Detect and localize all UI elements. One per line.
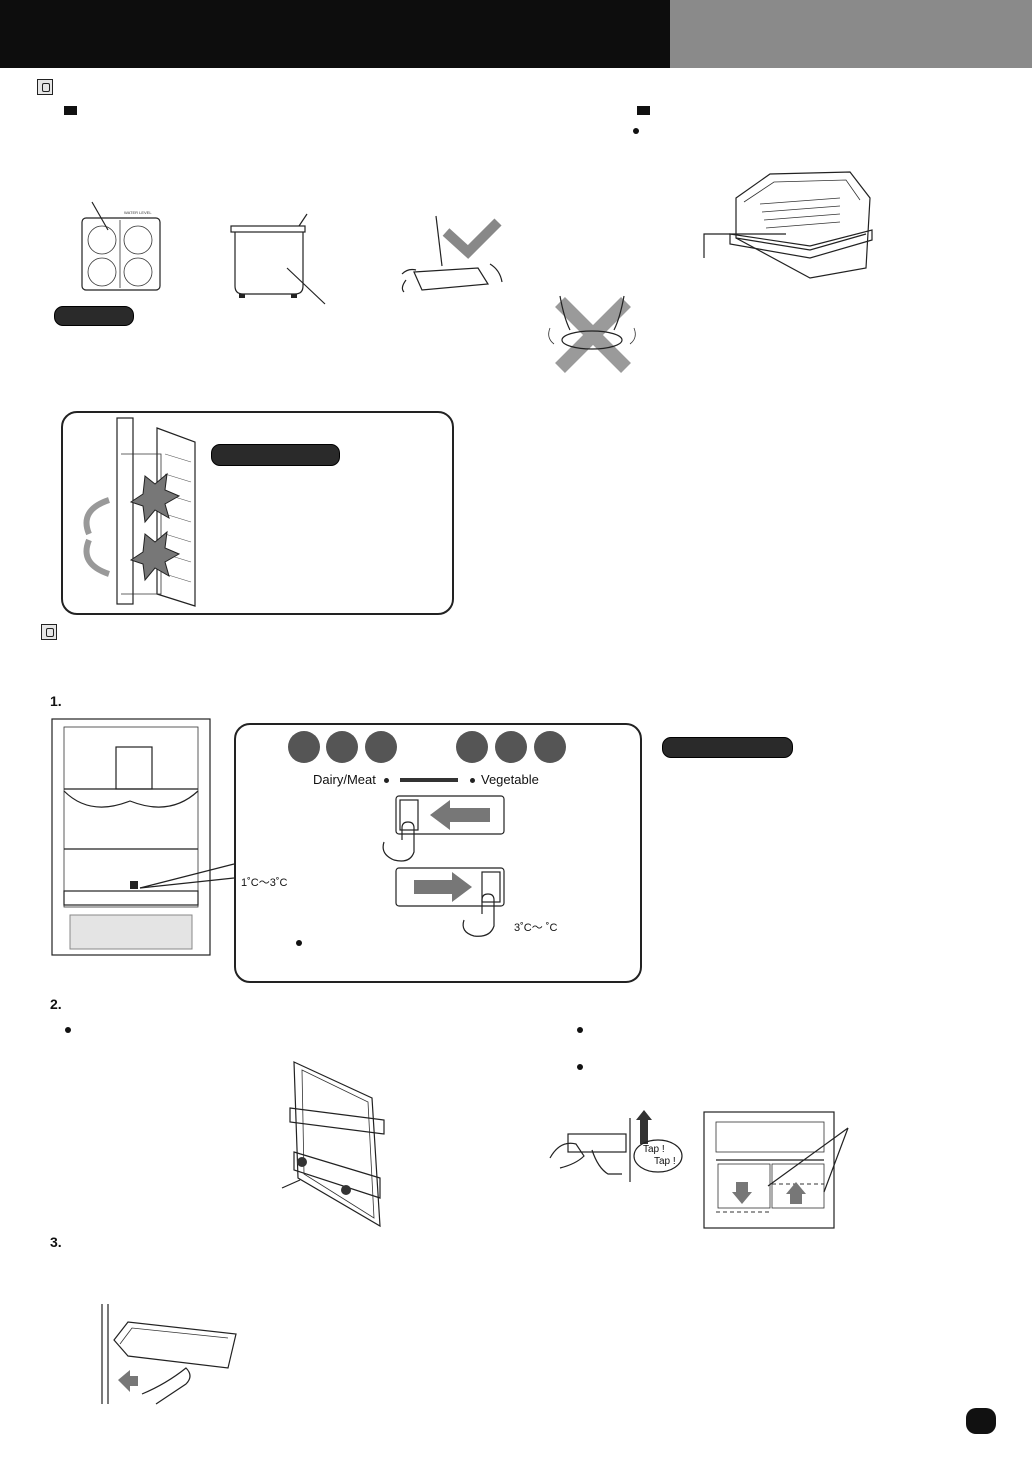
subheading-marker-icon bbox=[64, 106, 77, 115]
bullet-icon bbox=[577, 1027, 583, 1033]
section-marker-icon bbox=[41, 624, 57, 640]
bullet-icon bbox=[577, 1064, 583, 1070]
bullet-icon bbox=[633, 128, 639, 134]
vegetable-icons bbox=[456, 731, 568, 765]
step-number: 3. bbox=[50, 1234, 62, 1250]
ice-box-illustration bbox=[230, 213, 326, 305]
do-not-shake-illustration bbox=[548, 295, 636, 373]
cheese-icon bbox=[288, 731, 320, 763]
note-label-pill bbox=[54, 306, 134, 326]
meat-icon bbox=[365, 731, 397, 763]
slider-right-illustration bbox=[395, 867, 505, 937]
svg-text:WATER LEVEL: WATER LEVEL bbox=[124, 210, 152, 215]
vegetable-label: Vegetable bbox=[481, 772, 539, 787]
sausage-icon bbox=[326, 731, 358, 763]
slider-left-illustration bbox=[382, 795, 505, 862]
twist-tray-illustration bbox=[401, 215, 503, 293]
high-temperature-label: 3˚C～ ˚C bbox=[514, 922, 558, 934]
ice-tray-illustration: WATER LEVEL bbox=[81, 201, 161, 291]
door-bin-removal-illustration bbox=[101, 1304, 237, 1405]
note-label-pill bbox=[662, 737, 793, 758]
step-number: 1. bbox=[50, 693, 62, 709]
carrot-icon bbox=[456, 731, 488, 763]
tap-shelf-illustration bbox=[549, 1110, 683, 1182]
bullet-icon bbox=[296, 940, 302, 946]
page-number-badge bbox=[966, 1408, 996, 1434]
bullet-icon bbox=[470, 778, 475, 783]
tap-text: Tap ! bbox=[643, 1144, 665, 1155]
warning-label-pill bbox=[211, 444, 340, 466]
dairy-meat-icons bbox=[288, 731, 400, 765]
slider-track bbox=[400, 778, 458, 782]
header-bar-black bbox=[0, 0, 670, 68]
bullet-icon bbox=[384, 778, 389, 783]
subheading-marker-icon bbox=[637, 106, 650, 115]
zone-selector-panel bbox=[234, 723, 642, 983]
storage-bin-illustration bbox=[703, 171, 873, 279]
shelf-adjust-illustration bbox=[703, 1111, 849, 1229]
tap-text: Tap ! bbox=[654, 1156, 676, 1167]
door-egg-tray-illustration bbox=[281, 1061, 385, 1228]
bullet-icon bbox=[65, 1027, 71, 1033]
section-marker-icon bbox=[37, 79, 53, 95]
open-door-illustration bbox=[83, 417, 196, 607]
door-warning-panel bbox=[61, 411, 454, 615]
callout-lines bbox=[139, 863, 235, 889]
low-temperature-label: 1˚C～3˚C bbox=[241, 877, 288, 889]
grapes-icon bbox=[534, 731, 566, 763]
dairy-meat-label: Dairy/Meat bbox=[313, 772, 376, 787]
header-bar-grey bbox=[670, 0, 1032, 68]
tomato-icon bbox=[495, 731, 527, 763]
step-number: 2. bbox=[50, 996, 62, 1012]
fridge-interior-illustration bbox=[51, 718, 211, 956]
